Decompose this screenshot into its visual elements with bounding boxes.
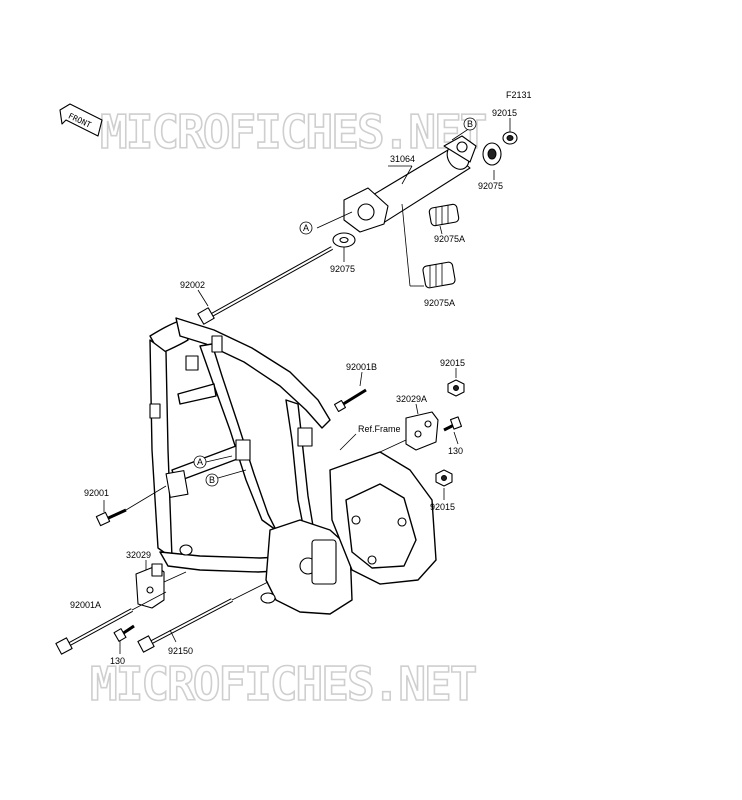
bolt-92001 <box>95 508 127 527</box>
watermark-top: MICROFICHES.NET <box>100 105 486 159</box>
part-label-92075a-upper: 92075A <box>434 234 465 244</box>
ref-frame-label: Ref.Frame <box>358 424 401 434</box>
bushing-92075a-upper <box>428 203 460 227</box>
svg-text:B: B <box>467 119 473 129</box>
washer-92075-left <box>332 232 356 248</box>
part-label-92001: 92001 <box>84 488 109 498</box>
svg-text:B: B <box>209 475 215 485</box>
part-label-130-right: 130 <box>448 446 463 456</box>
bolt-92002 <box>197 246 333 325</box>
svg-text:A: A <box>303 223 309 233</box>
part-label-31064: 31064 <box>390 154 415 164</box>
motorcycle-frame <box>149 317 437 615</box>
part-label-92002: 92002 <box>180 280 205 290</box>
part-label-92001b: 92001B <box>346 362 377 372</box>
bushing-92075a-lower <box>422 261 456 289</box>
part-label-92075a-lower: 92075A <box>424 298 455 308</box>
bracket-32029a <box>405 411 439 451</box>
ref-callout-a-top: A <box>299 221 313 235</box>
screw-130-left <box>113 624 135 642</box>
collar-92075-right <box>482 142 502 166</box>
screw-130-right <box>443 416 463 432</box>
part-label-92001a: 92001A <box>70 600 101 610</box>
ref-callout-b-frame: B <box>205 473 219 487</box>
part-label-92150: 92150 <box>168 646 193 656</box>
bolt-92150 <box>137 598 233 653</box>
nut-92015-top <box>502 131 518 145</box>
part-label-92015-mid: 92015 <box>440 358 465 368</box>
engine-mount-tube <box>343 135 477 233</box>
part-label-92075-right: 92075 <box>478 181 503 191</box>
nut-92015-low <box>435 469 453 487</box>
part-label-92075-left: 92075 <box>330 264 355 274</box>
bracket-32029 <box>135 563 165 609</box>
ref-callout-a-frame: A <box>193 455 207 469</box>
watermark-bottom: MICROFICHES.NET <box>90 657 476 711</box>
figure-code: F2131 <box>506 90 532 100</box>
part-label-92015-low: 92015 <box>430 502 455 512</box>
svg-text:A: A <box>197 457 203 467</box>
nut-92015-mid <box>447 379 465 397</box>
part-label-32029: 32029 <box>126 550 151 560</box>
bolt-92001b <box>333 388 367 413</box>
bolt-92001a <box>55 608 133 655</box>
part-label-92015-top: 92015 <box>492 108 517 118</box>
ref-callout-b-top: B <box>463 117 477 131</box>
part-label-130-left: 130 <box>110 656 125 666</box>
part-label-32029a: 32029A <box>396 394 427 404</box>
front-arrow-icon: FRONT <box>59 103 103 137</box>
